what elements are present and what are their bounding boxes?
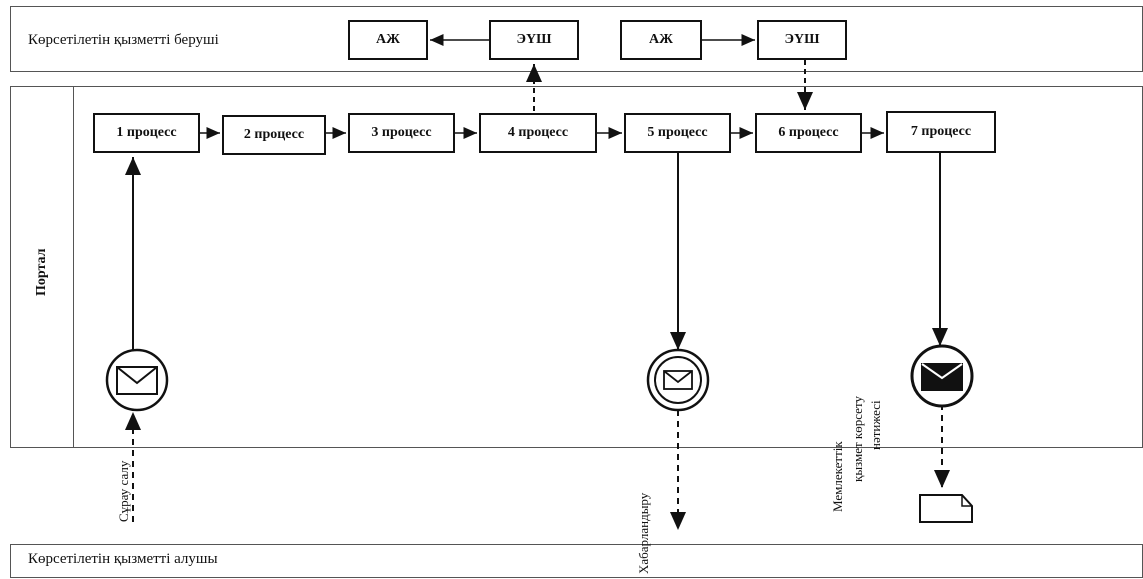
provider-box-azh-1: АЖ (348, 20, 428, 60)
portal-label-column (10, 86, 74, 448)
envelope-filled-icon (910, 344, 974, 408)
result-label-line1: Мемлекеттік (830, 441, 845, 512)
request-label: Сұрау салу (116, 460, 131, 522)
notification-label: Хабарландыру (636, 492, 651, 574)
process-box-7: 7 процесс (886, 111, 996, 153)
process-box-1: 1 процесс (93, 113, 200, 153)
result-label-line3: нәтижесі (868, 400, 883, 450)
process-box-5: 5 процесс (624, 113, 731, 153)
provider-lane-label: Көрсетілетін қызметті беруші (28, 32, 219, 48)
provider-box-eush-2: ЭҮШ (757, 20, 847, 60)
process-box-4: 4 процесс (479, 113, 597, 153)
recipient-lane-label: Көрсетілетін қызметті алушы (28, 551, 218, 567)
document-icon (919, 494, 973, 523)
provider-box-eush-1: ЭҮШ (489, 20, 579, 60)
process-box-3: 3 процесс (348, 113, 455, 153)
process-box-2: 2 процесс (222, 115, 326, 155)
envelope-icon (646, 348, 710, 412)
result-label-line2: қызмет көрсету (850, 396, 865, 482)
process-box-6: 6 процесс (755, 113, 862, 153)
provider-box-azh-2: АЖ (620, 20, 702, 60)
envelope-icon (105, 348, 169, 412)
